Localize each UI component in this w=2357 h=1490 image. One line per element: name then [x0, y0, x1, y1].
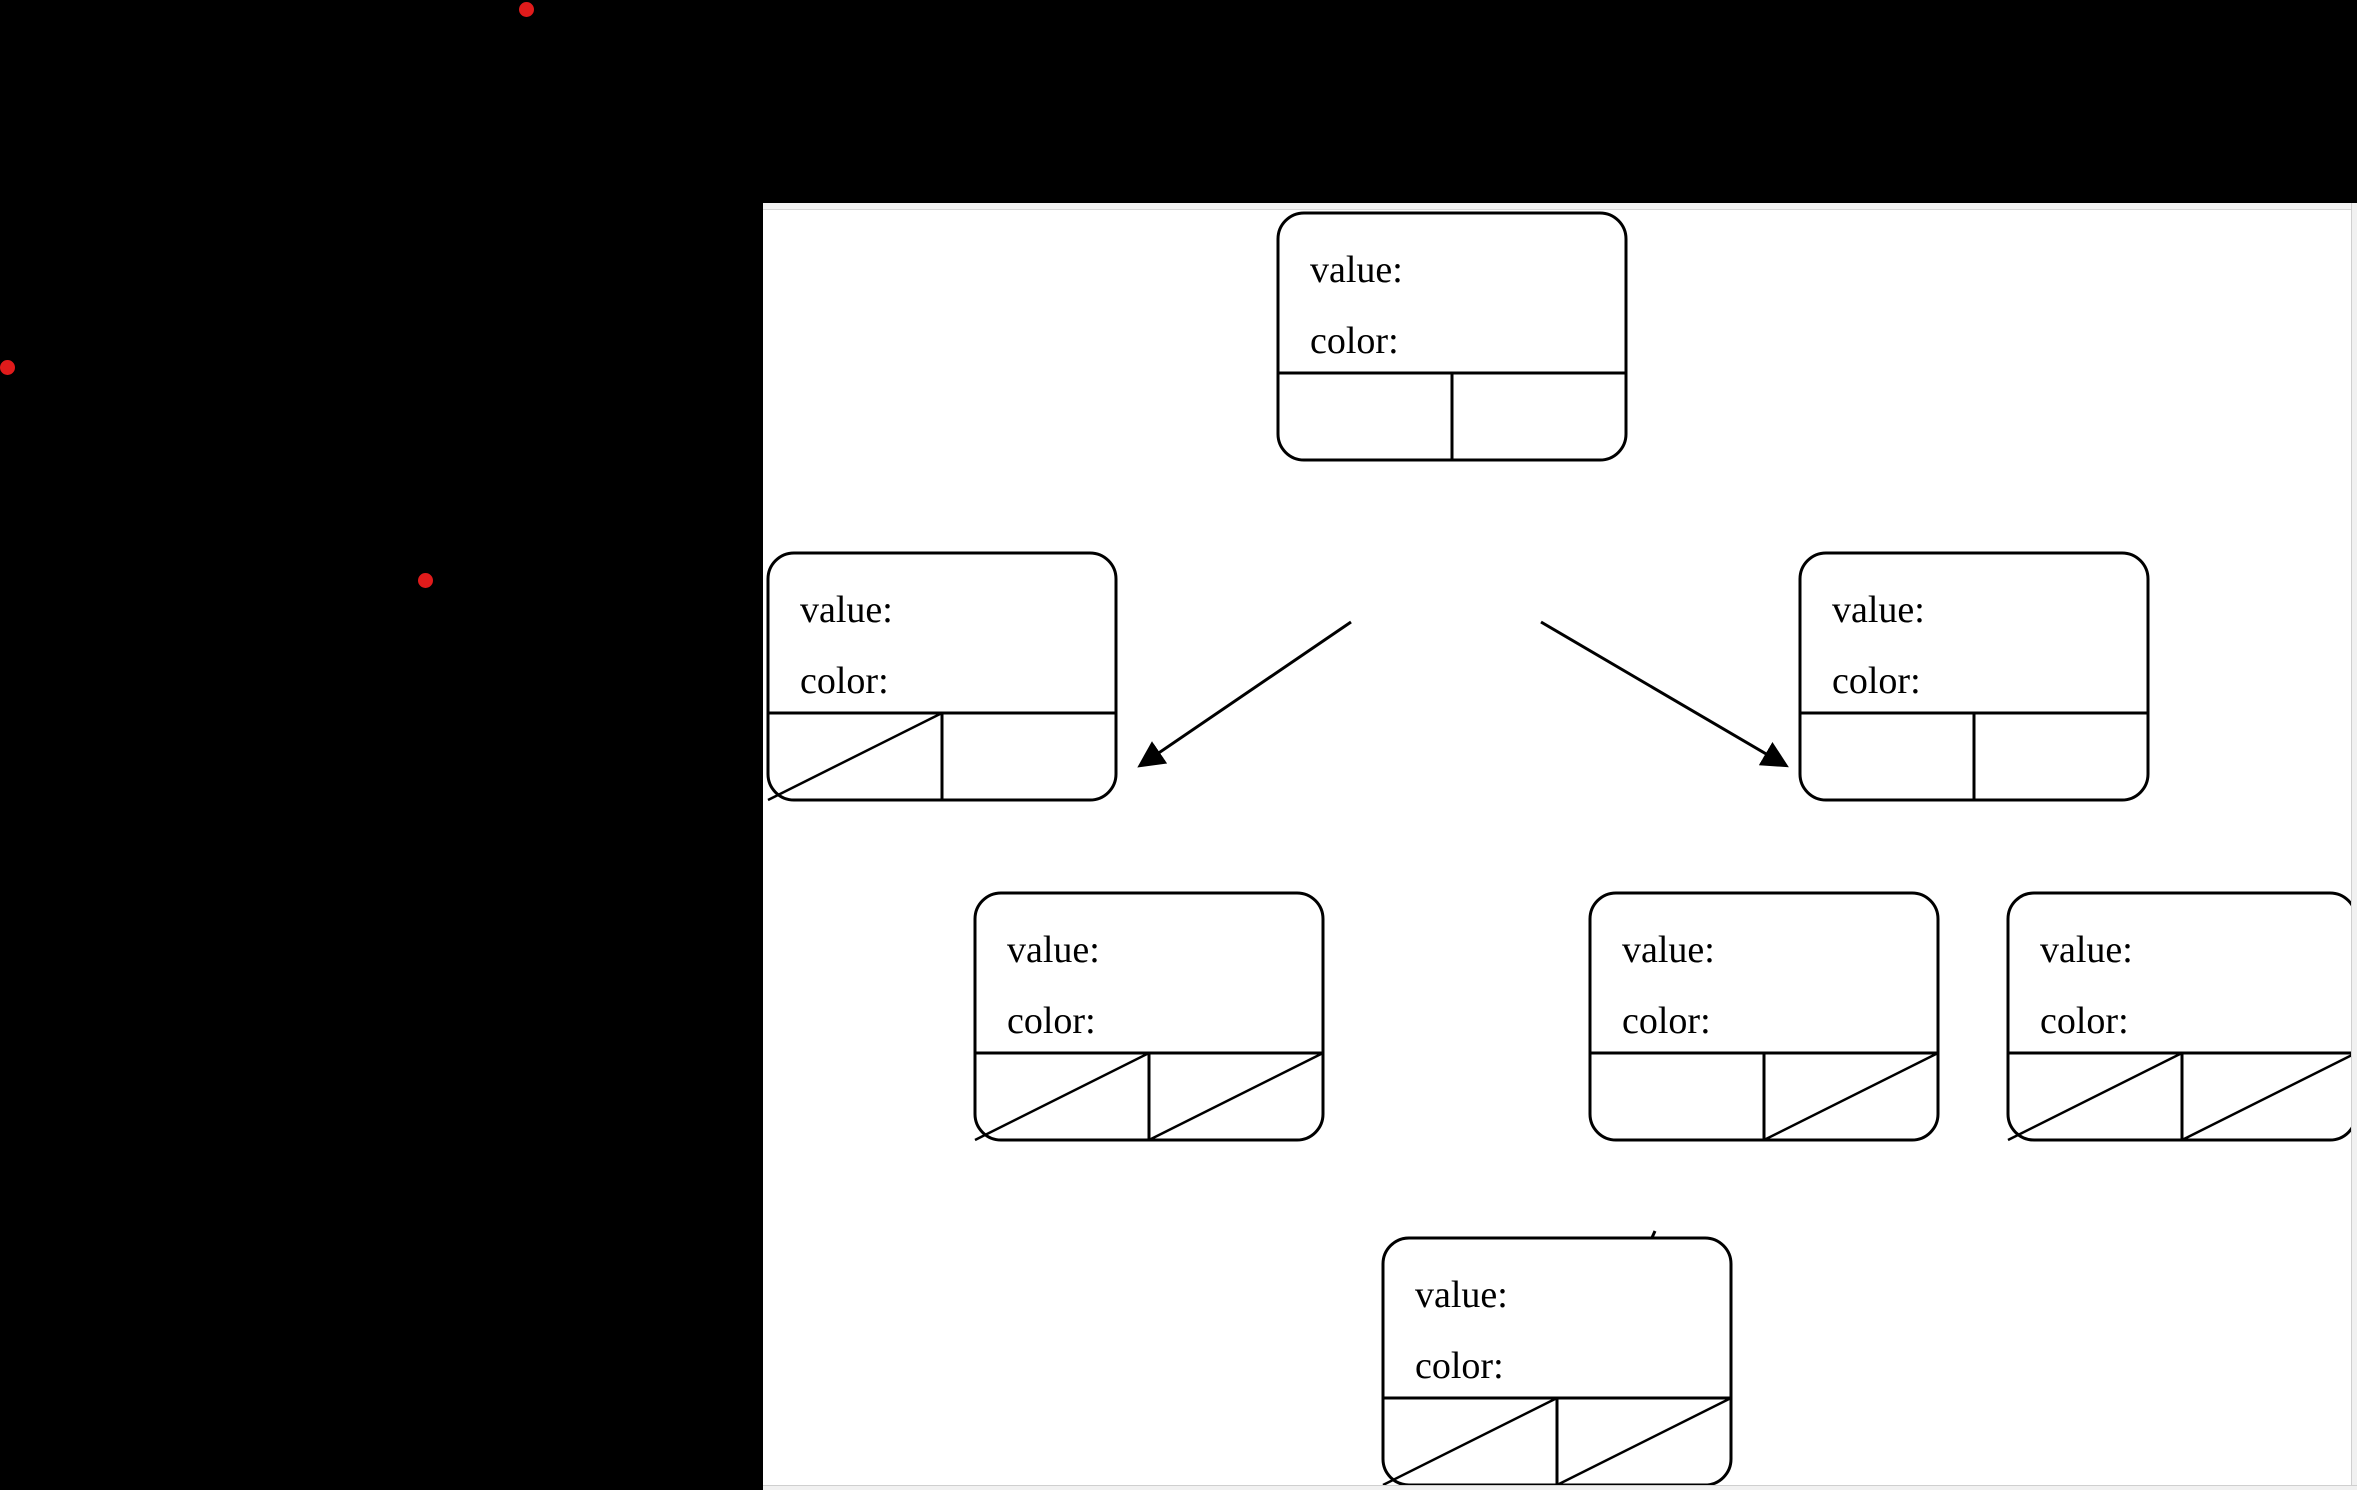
edge-root-right	[1540, 620, 1789, 768]
node-color-label: color:	[1832, 660, 1921, 702]
tree-node-left-right[interactable]	[973, 891, 1325, 1142]
node-color-label: color:	[1007, 1000, 1096, 1042]
tree-node-root[interactable]	[1276, 211, 1628, 462]
nil-slash-right	[1148, 1051, 1324, 1142]
diagram-panel[interactable]: value: color: value: color: value: color…	[763, 203, 2357, 1490]
nil-slash-left	[974, 1051, 1150, 1142]
node-value-label: value:	[1007, 929, 1100, 971]
marker-dot-mid	[418, 573, 433, 588]
tree-node-right[interactable]	[1798, 551, 2150, 802]
tree-node-left[interactable]	[766, 551, 1118, 802]
marker-dot-left	[0, 360, 15, 375]
nil-slash-left	[767, 711, 943, 802]
node-color-label: color:	[2040, 1000, 2129, 1042]
node-color-label: color:	[800, 660, 889, 702]
nil-slash-left	[2007, 1051, 2183, 1142]
panel-scrollbar-right[interactable]	[2351, 203, 2357, 1490]
node-value-label: value:	[2040, 929, 2133, 971]
node-value-label: value:	[800, 589, 893, 631]
nil-slash-right	[2181, 1051, 2357, 1142]
panel-scrollbar-bottom[interactable]	[763, 1485, 2357, 1490]
nil-slash-right	[1763, 1051, 1939, 1142]
tree-node-deep[interactable]	[1381, 1236, 1733, 1487]
tree-diagram-canvas[interactable]	[763, 203, 2357, 1490]
node-color-label: color:	[1415, 1345, 1504, 1387]
node-color-label: color:	[1622, 1000, 1711, 1042]
nil-slash-right	[1556, 1396, 1732, 1487]
node-color-label: color:	[1310, 320, 1399, 362]
node-value-label: value:	[1832, 589, 1925, 631]
marker-dot-top	[519, 2, 534, 17]
edge-root-left	[1137, 620, 1352, 768]
nil-slash-left	[1382, 1396, 1558, 1487]
node-value-label: value:	[1310, 249, 1403, 291]
node-layer[interactable]	[766, 211, 2357, 1487]
node-value-label: value:	[1622, 929, 1715, 971]
panel-top-strip	[763, 203, 2357, 210]
node-value-label: value:	[1415, 1274, 1508, 1316]
tree-node-right-left[interactable]	[1588, 891, 1940, 1142]
